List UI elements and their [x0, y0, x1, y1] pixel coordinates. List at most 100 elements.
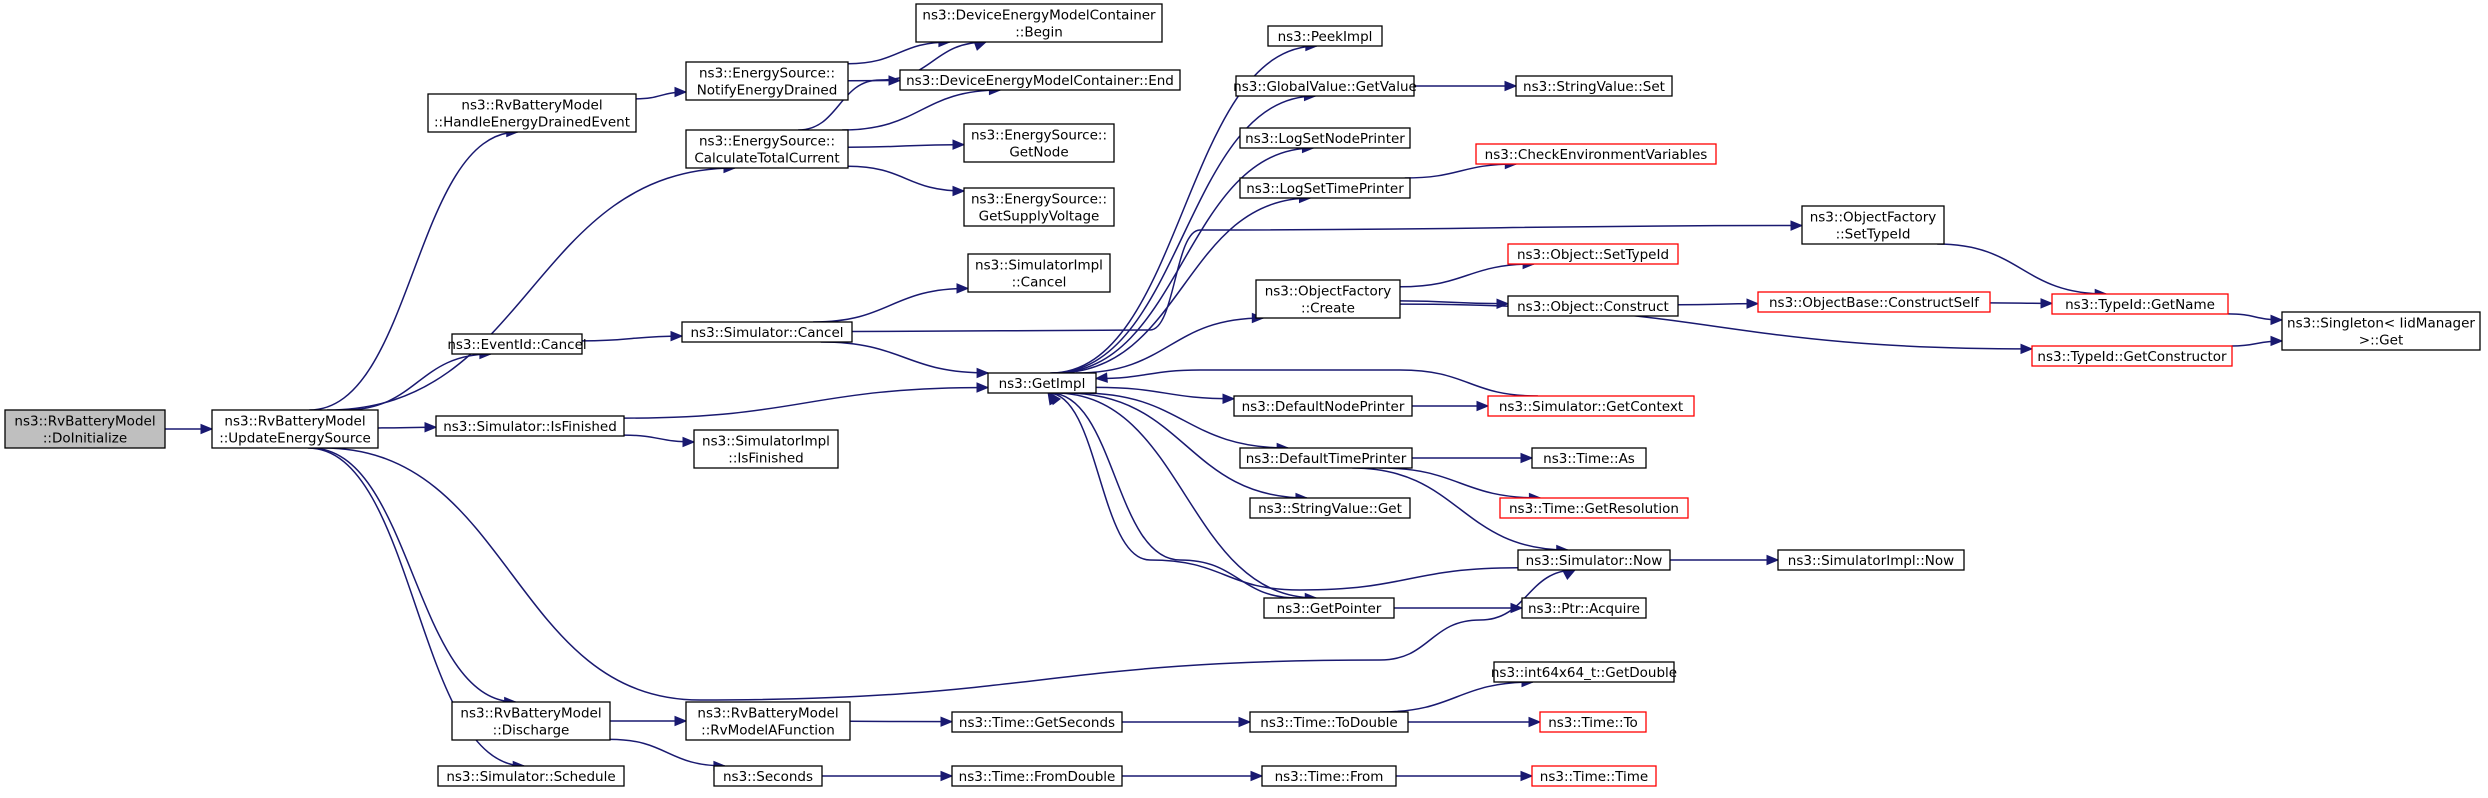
node-sinow[interactable]: ns3::SimulatorImpl::Now	[1777, 549, 1965, 571]
node-i64gd[interactable]: ns3::int64x64_t::GetDouble	[1491, 661, 1677, 683]
node-box	[1487, 395, 1695, 417]
node-box	[951, 711, 1123, 733]
node-seconds[interactable]: ns3::Seconds	[713, 765, 823, 787]
node-box	[427, 93, 637, 133]
node-label: ns3::Time::From	[1275, 769, 1384, 785]
node-svset[interactable]: ns3::StringValue::Set	[1515, 75, 1673, 97]
node-sicancel[interactable]: ns3::SimulatorImpl::Cancel	[967, 253, 1111, 293]
edge-ttod-to-tto	[1408, 716, 1542, 728]
node-evcancel[interactable]: ns3::EventId::Cancel	[447, 333, 587, 355]
node-box	[1507, 295, 1679, 317]
node-label: ns3::Time::Time	[1540, 769, 1648, 785]
node-svget[interactable]: ns3::StringValue::Get	[1249, 497, 1411, 519]
edge-ues-to-evcancel	[344, 348, 493, 411]
edge-arrowhead	[674, 715, 688, 727]
node-box	[2051, 293, 2229, 315]
node-ttime[interactable]: ns3::Time::Time	[1531, 765, 1657, 787]
edge-line	[1677, 302, 1759, 306]
node-lstp[interactable]: ns3::LogSetTimePrinter	[1239, 177, 1411, 199]
node-rvafn[interactable]: ns3::RvBatteryModel::RvModelAFunction	[685, 701, 851, 741]
node-pacq[interactable]: ns3::Ptr::Acquire	[1521, 597, 1647, 619]
node-dend[interactable]: ns3::DeviceEnergyModelContainer::End	[899, 69, 1181, 91]
node-simcancel[interactable]: ns3::Simulator::Cancel	[681, 321, 853, 343]
edge-arrowhead	[888, 75, 902, 86]
edge-arrowhead	[1520, 452, 1534, 464]
node-gptr[interactable]: ns3::GetPointer	[1263, 597, 1395, 619]
node-lsnp[interactable]: ns3::LogSetNodePrinter	[1239, 127, 1411, 149]
node-siisfin[interactable]: ns3::SimulatorImpl::IsFinished	[693, 429, 839, 469]
node-gnode[interactable]: ns3::EnergySource::GetNode	[963, 123, 1115, 163]
node-ofset[interactable]: ns3::ObjectFactory::SetTypeId	[1801, 205, 1945, 245]
edge-line	[1404, 163, 1517, 179]
node-objcons[interactable]: ns3::Object::Construct	[1507, 295, 1679, 317]
node-ned[interactable]: ns3::EnergySource::NotifyEnergyDrained	[685, 61, 849, 101]
node-box	[1239, 177, 1411, 199]
node-ctc[interactable]: ns3::EnergySource::CalculateTotalCurrent	[685, 129, 849, 169]
node-snow[interactable]: ns3::Simulator::Now	[1517, 549, 1671, 571]
node-getimpl[interactable]: ns3::GetImpl	[987, 372, 1097, 394]
node-label: ns3::Simulator::Schedule	[446, 769, 615, 785]
edge-isfin-to-siisfin	[623, 434, 696, 448]
edge-arrowhead	[973, 40, 988, 51]
node-label: ns3::GlobalValue::GetValue	[1233, 79, 1417, 95]
edge-line	[323, 447, 1576, 701]
node-label: ns3::SimulatorImpl	[975, 258, 1103, 274]
node-box	[1517, 549, 1671, 571]
node-box	[1801, 205, 1945, 245]
node-tto[interactable]: ns3::Time::To	[1539, 711, 1647, 733]
node-label: GetSupplyVoltage	[979, 209, 1100, 225]
node-dbeg[interactable]: ns3::DeviceEnergyModelContainer::Begin	[915, 3, 1163, 43]
node-tas[interactable]: ns3::Time::As	[1531, 447, 1647, 469]
edge-ctc-to-gsv	[847, 165, 966, 197]
edge-evcancel-to-simcancel	[581, 330, 684, 342]
node-box	[1249, 497, 1411, 519]
node-label: ::Create	[1301, 301, 1355, 317]
edge-line	[1056, 197, 1311, 374]
edge-line	[1050, 45, 1317, 374]
node-box	[2281, 311, 2481, 351]
node-singleton[interactable]: ns3::Singleton< IidManager >::Get	[2281, 311, 2481, 351]
edge-ctc-to-dbeg	[798, 40, 988, 131]
edge-line	[1049, 392, 1298, 599]
node-isfin[interactable]: ns3::Simulator::IsFinished	[435, 415, 625, 437]
node-tfd[interactable]: ns3::Time::FromDouble	[951, 765, 1123, 787]
node-sched[interactable]: ns3::Simulator::Schedule	[437, 765, 625, 787]
edge-arrowhead	[1510, 602, 1524, 614]
node-sgctx[interactable]: ns3::Simulator::GetContext	[1487, 395, 1695, 417]
edge-tfrom-to-ttime	[1395, 770, 1534, 782]
node-tgres[interactable]: ns3::Time::GetResolution	[1499, 497, 1689, 519]
node-cenv[interactable]: ns3::CheckEnvironmentVariables	[1475, 143, 1717, 165]
edge-objcons-to-obcs	[1677, 298, 1760, 309]
node-tfrom[interactable]: ns3::Time::From	[1261, 765, 1397, 787]
node-ues[interactable]: ns3::RvBatteryModel::UpdateEnergySource	[211, 409, 379, 449]
node-label: ns3::RvBatteryModel	[697, 706, 838, 722]
node-hed[interactable]: ns3::RvBatteryModel::HandleEnergyDrained…	[427, 93, 637, 133]
node-tgname[interactable]: ns3::TypeId::GetName	[2051, 293, 2229, 315]
node-box	[693, 429, 839, 469]
node-label: ::DoInitialize	[43, 431, 127, 447]
node-dtp[interactable]: ns3::DefaultTimePrinter	[1239, 447, 1413, 469]
node-gsv[interactable]: ns3::EnergySource::GetSupplyVoltage	[963, 187, 1115, 227]
node-tgcons[interactable]: ns3::TypeId::GetConstructor	[2031, 345, 2233, 367]
node-label: ns3::RvBatteryModel	[461, 98, 602, 114]
edge-ctc-to-gnode	[847, 139, 966, 150]
node-root[interactable]: ns3::RvBatteryModel::DoInitialize	[4, 409, 166, 449]
node-objset[interactable]: ns3::Object::SetTypeId	[1507, 243, 1679, 265]
node-label: ns3::Singleton< IidManager	[2287, 316, 2475, 332]
node-ofcreate[interactable]: ns3::ObjectFactory::Create	[1255, 279, 1401, 319]
node-discharge[interactable]: ns3::RvBatteryModel::Discharge	[451, 701, 611, 741]
node-box	[681, 321, 853, 343]
node-peek[interactable]: ns3::PeekImpl	[1267, 25, 1383, 47]
node-gvget[interactable]: ns3::GlobalValue::GetValue	[1233, 75, 1417, 97]
node-label: ns3::RvBatteryModel	[224, 414, 365, 430]
node-box	[1263, 597, 1395, 619]
node-box	[685, 701, 851, 741]
node-label: ns3::GetImpl	[999, 376, 1086, 392]
node-label: ::RvModelAFunction	[701, 723, 835, 739]
edge-arrowhead	[2020, 343, 2034, 355]
edge-arrowhead	[670, 330, 684, 342]
node-dnp[interactable]: ns3::DefaultNodePrinter	[1233, 395, 1413, 417]
node-ttod[interactable]: ns3::Time::ToDouble	[1249, 711, 1409, 733]
node-obcs[interactable]: ns3::ObjectBase::ConstructSelf	[1757, 291, 1991, 313]
node-tgsec[interactable]: ns3::Time::GetSeconds	[951, 711, 1123, 733]
